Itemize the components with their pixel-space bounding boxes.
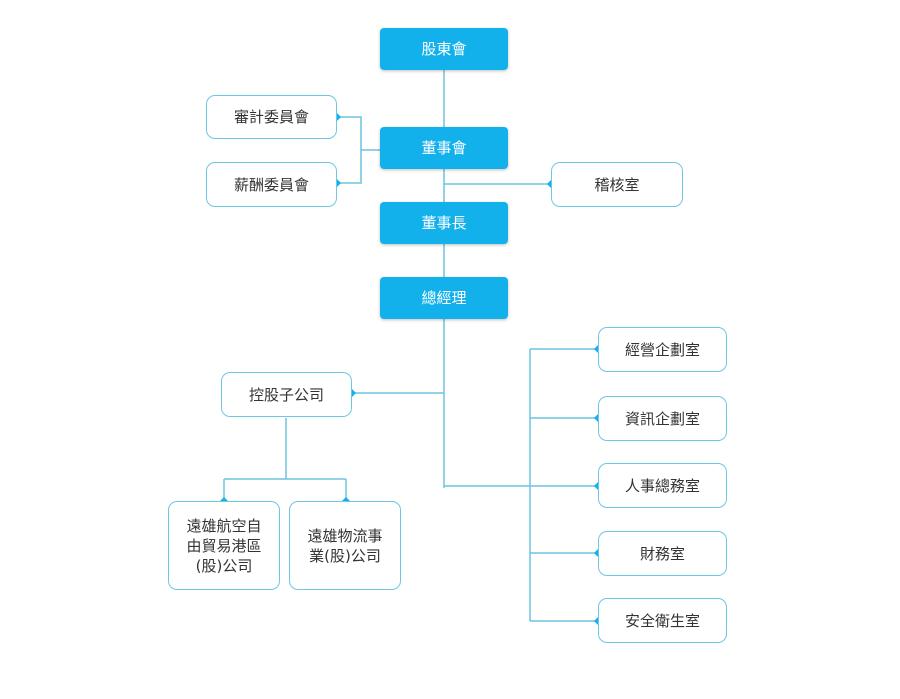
node-finance[interactable]: 財務室 xyxy=(598,531,727,576)
node-it-planning[interactable]: 資訊企劃室 xyxy=(598,396,727,441)
node-hr-general-affairs[interactable]: 人事總務室 xyxy=(598,463,727,508)
node-board[interactable]: 董事會 xyxy=(380,127,508,169)
node-shareholders[interactable]: 股東會 xyxy=(380,28,508,70)
node-internal-audit[interactable]: 稽核室 xyxy=(551,162,683,207)
node-general-manager[interactable]: 總經理 xyxy=(380,277,508,319)
node-audit-committee[interactable]: 審計委員會 xyxy=(206,95,337,139)
node-holding-subsidiary[interactable]: 控股子公司 xyxy=(221,372,352,417)
node-chairman[interactable]: 董事長 xyxy=(380,202,508,244)
node-subsidiary-ftz[interactable]: 遠雄航空自 由貿易港區 (股)公司 xyxy=(168,501,280,590)
node-safety-health[interactable]: 安全衛生室 xyxy=(598,598,727,643)
node-business-planning[interactable]: 經營企劃室 xyxy=(598,327,727,372)
node-subsidiary-logistics[interactable]: 遠雄物流事 業(股)公司 xyxy=(289,501,401,590)
node-remuneration-committee[interactable]: 薪酬委員會 xyxy=(206,162,337,207)
